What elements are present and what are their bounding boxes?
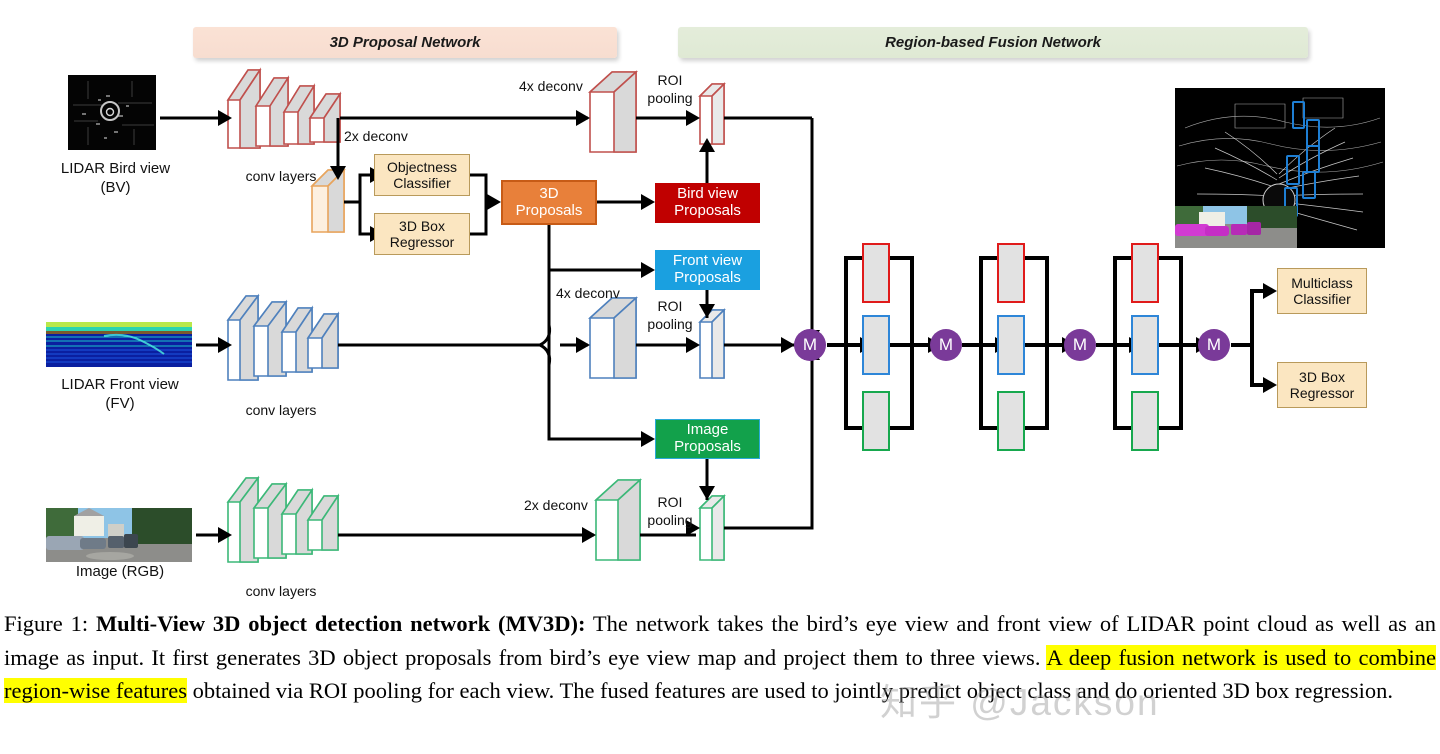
- fusion-node-m-2[interactable]: M: [930, 329, 962, 361]
- image-proposals-box[interactable]: Image Proposals: [655, 419, 760, 459]
- lidar-front-view-thumbnail: [46, 322, 192, 367]
- front-view-proposals-box[interactable]: Front view Proposals: [655, 250, 760, 290]
- rgb-roi-pooling-label: ROI pooling: [647, 494, 693, 528]
- caption-prefix: Figure 1:: [4, 611, 89, 636]
- fusion-bar-front-3: [1131, 315, 1159, 375]
- lidar-front-view-label: LIDAR Front view (FV): [61, 376, 179, 412]
- detection-result-thumbnail: [1175, 88, 1385, 248]
- fusion-node-m-3[interactable]: M: [1064, 329, 1096, 361]
- multiclass-classifier-box[interactable]: Multiclass Classifier: [1277, 268, 1367, 314]
- banner-3d-proposal-network: 3D Proposal Network: [193, 27, 617, 58]
- image-rgb-label: Image (RGB): [75, 563, 165, 580]
- fusion-bar-bird-1: [862, 243, 890, 303]
- fusion-bar-bird-2: [997, 243, 1025, 303]
- fusion-bar-bird-3: [1131, 243, 1159, 303]
- bv-2x-deconv-label: 2x deconv: [344, 128, 408, 144]
- fusion-bar-front-2: [997, 315, 1025, 375]
- caption-text-1: The network takes the bird’s eye view an…: [4, 611, 1436, 670]
- caption-text-2: obtained via ROI pooling for each view. …: [187, 678, 1393, 703]
- banner-region-based-fusion-network-label: Region-based Fusion Network: [885, 34, 1101, 51]
- fusion-bar-image-1: [862, 391, 890, 451]
- rgb-2x-deconv-label: 2x deconv: [524, 497, 588, 513]
- lidar-bird-view-thumbnail: [68, 75, 156, 150]
- 3d-box-regressor-output-box[interactable]: 3D Box Regressor: [1277, 362, 1367, 408]
- banner-region-based-fusion-network: Region-based Fusion Network: [678, 27, 1308, 58]
- image-rgb-thumbnail: [46, 508, 192, 562]
- 3d-proposals-box[interactable]: 3D Proposals: [501, 180, 597, 225]
- bv-roi-pooling-label: ROI pooling: [647, 72, 693, 106]
- fusion-node-m-1[interactable]: M: [794, 329, 826, 361]
- fv-4x-deconv-label: 4x deconv: [556, 285, 620, 301]
- bird-view-proposals-box[interactable]: Bird view Proposals: [655, 183, 760, 223]
- 3d-box-regressor-box[interactable]: 3D Box Regressor: [374, 213, 470, 255]
- fusion-node-m-4[interactable]: M: [1198, 329, 1230, 361]
- rgb-conv-layers-label: conv layers: [245, 583, 317, 599]
- caption-bold-title: Multi-View 3D object detection network (…: [95, 611, 586, 636]
- fv-conv-layers-label: conv layers: [245, 402, 317, 418]
- fusion-bar-image-2: [997, 391, 1025, 451]
- figure-caption: Figure 1: Multi-View 3D object detection…: [4, 607, 1436, 708]
- bv-4x-deconv-label: 4x deconv: [519, 78, 583, 94]
- banner-3d-proposal-network-label: 3D Proposal Network: [329, 34, 481, 51]
- lidar-bird-view-label: LIDAR Bird view (BV): [60, 160, 171, 196]
- fusion-bar-image-3: [1131, 391, 1159, 451]
- fv-roi-pooling-label: ROI pooling: [647, 298, 693, 332]
- fusion-bar-front-1: [862, 315, 890, 375]
- objectness-classifier-box[interactable]: Objectness Classifier: [374, 154, 470, 196]
- bv-conv-layers-label: conv layers: [245, 168, 317, 184]
